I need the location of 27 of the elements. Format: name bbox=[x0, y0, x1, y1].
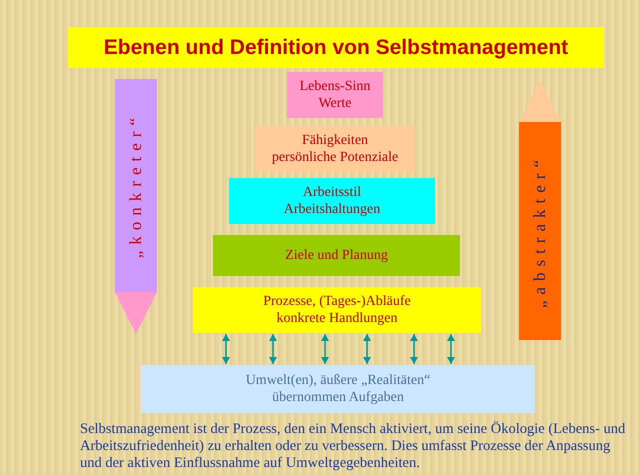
level-text: Lebens-Sinn bbox=[300, 78, 370, 95]
double-arrow bbox=[222, 334, 230, 364]
double-arrow bbox=[363, 334, 371, 364]
level-text: Prozesse, (Tages-)Abläufe bbox=[263, 293, 411, 310]
level-text: Fähigkeiten bbox=[302, 132, 368, 149]
level-text: Werte bbox=[318, 95, 352, 112]
level-box bbox=[229, 178, 435, 224]
double-arrow bbox=[321, 334, 329, 364]
level-text: persönliche Potenziale bbox=[272, 149, 398, 166]
level-text: konkrete Handlungen bbox=[276, 310, 398, 327]
level-text: Arbeitsstil bbox=[302, 184, 362, 201]
arrow-text: „konkreter“ bbox=[126, 112, 146, 259]
level-text: Arbeitshaltungen bbox=[284, 201, 380, 218]
double-arrow bbox=[447, 334, 455, 364]
level-box bbox=[193, 287, 481, 333]
double-arrow bbox=[269, 334, 277, 364]
title-banner: Ebenen und Definition von Selbstmanagement bbox=[68, 27, 604, 68]
level-box bbox=[255, 126, 415, 172]
level-text: Ziele und Planung bbox=[285, 247, 388, 264]
arrow-text: „abstrakter“ bbox=[530, 154, 550, 308]
level-box bbox=[141, 365, 535, 413]
level-text: übernommen Aufgaben bbox=[272, 389, 404, 406]
double-arrow bbox=[410, 334, 418, 364]
definition-text: Selbstmanagement ist der Prozess, den ein Mensch aktiviert, um seine Ökologie (Lebens- und Arbeitszufriedenheit) zu erhalten oder zu verbessern. Dies umfasst Prozesse der Anpassung und der aktiven Einflussnahme auf Umweltgegebenheiten. bbox=[80, 421, 626, 472]
level-box bbox=[287, 72, 383, 118]
level-box bbox=[213, 235, 460, 276]
level-text: Umwelt(en), äußere „Realitäten“ bbox=[246, 372, 430, 389]
